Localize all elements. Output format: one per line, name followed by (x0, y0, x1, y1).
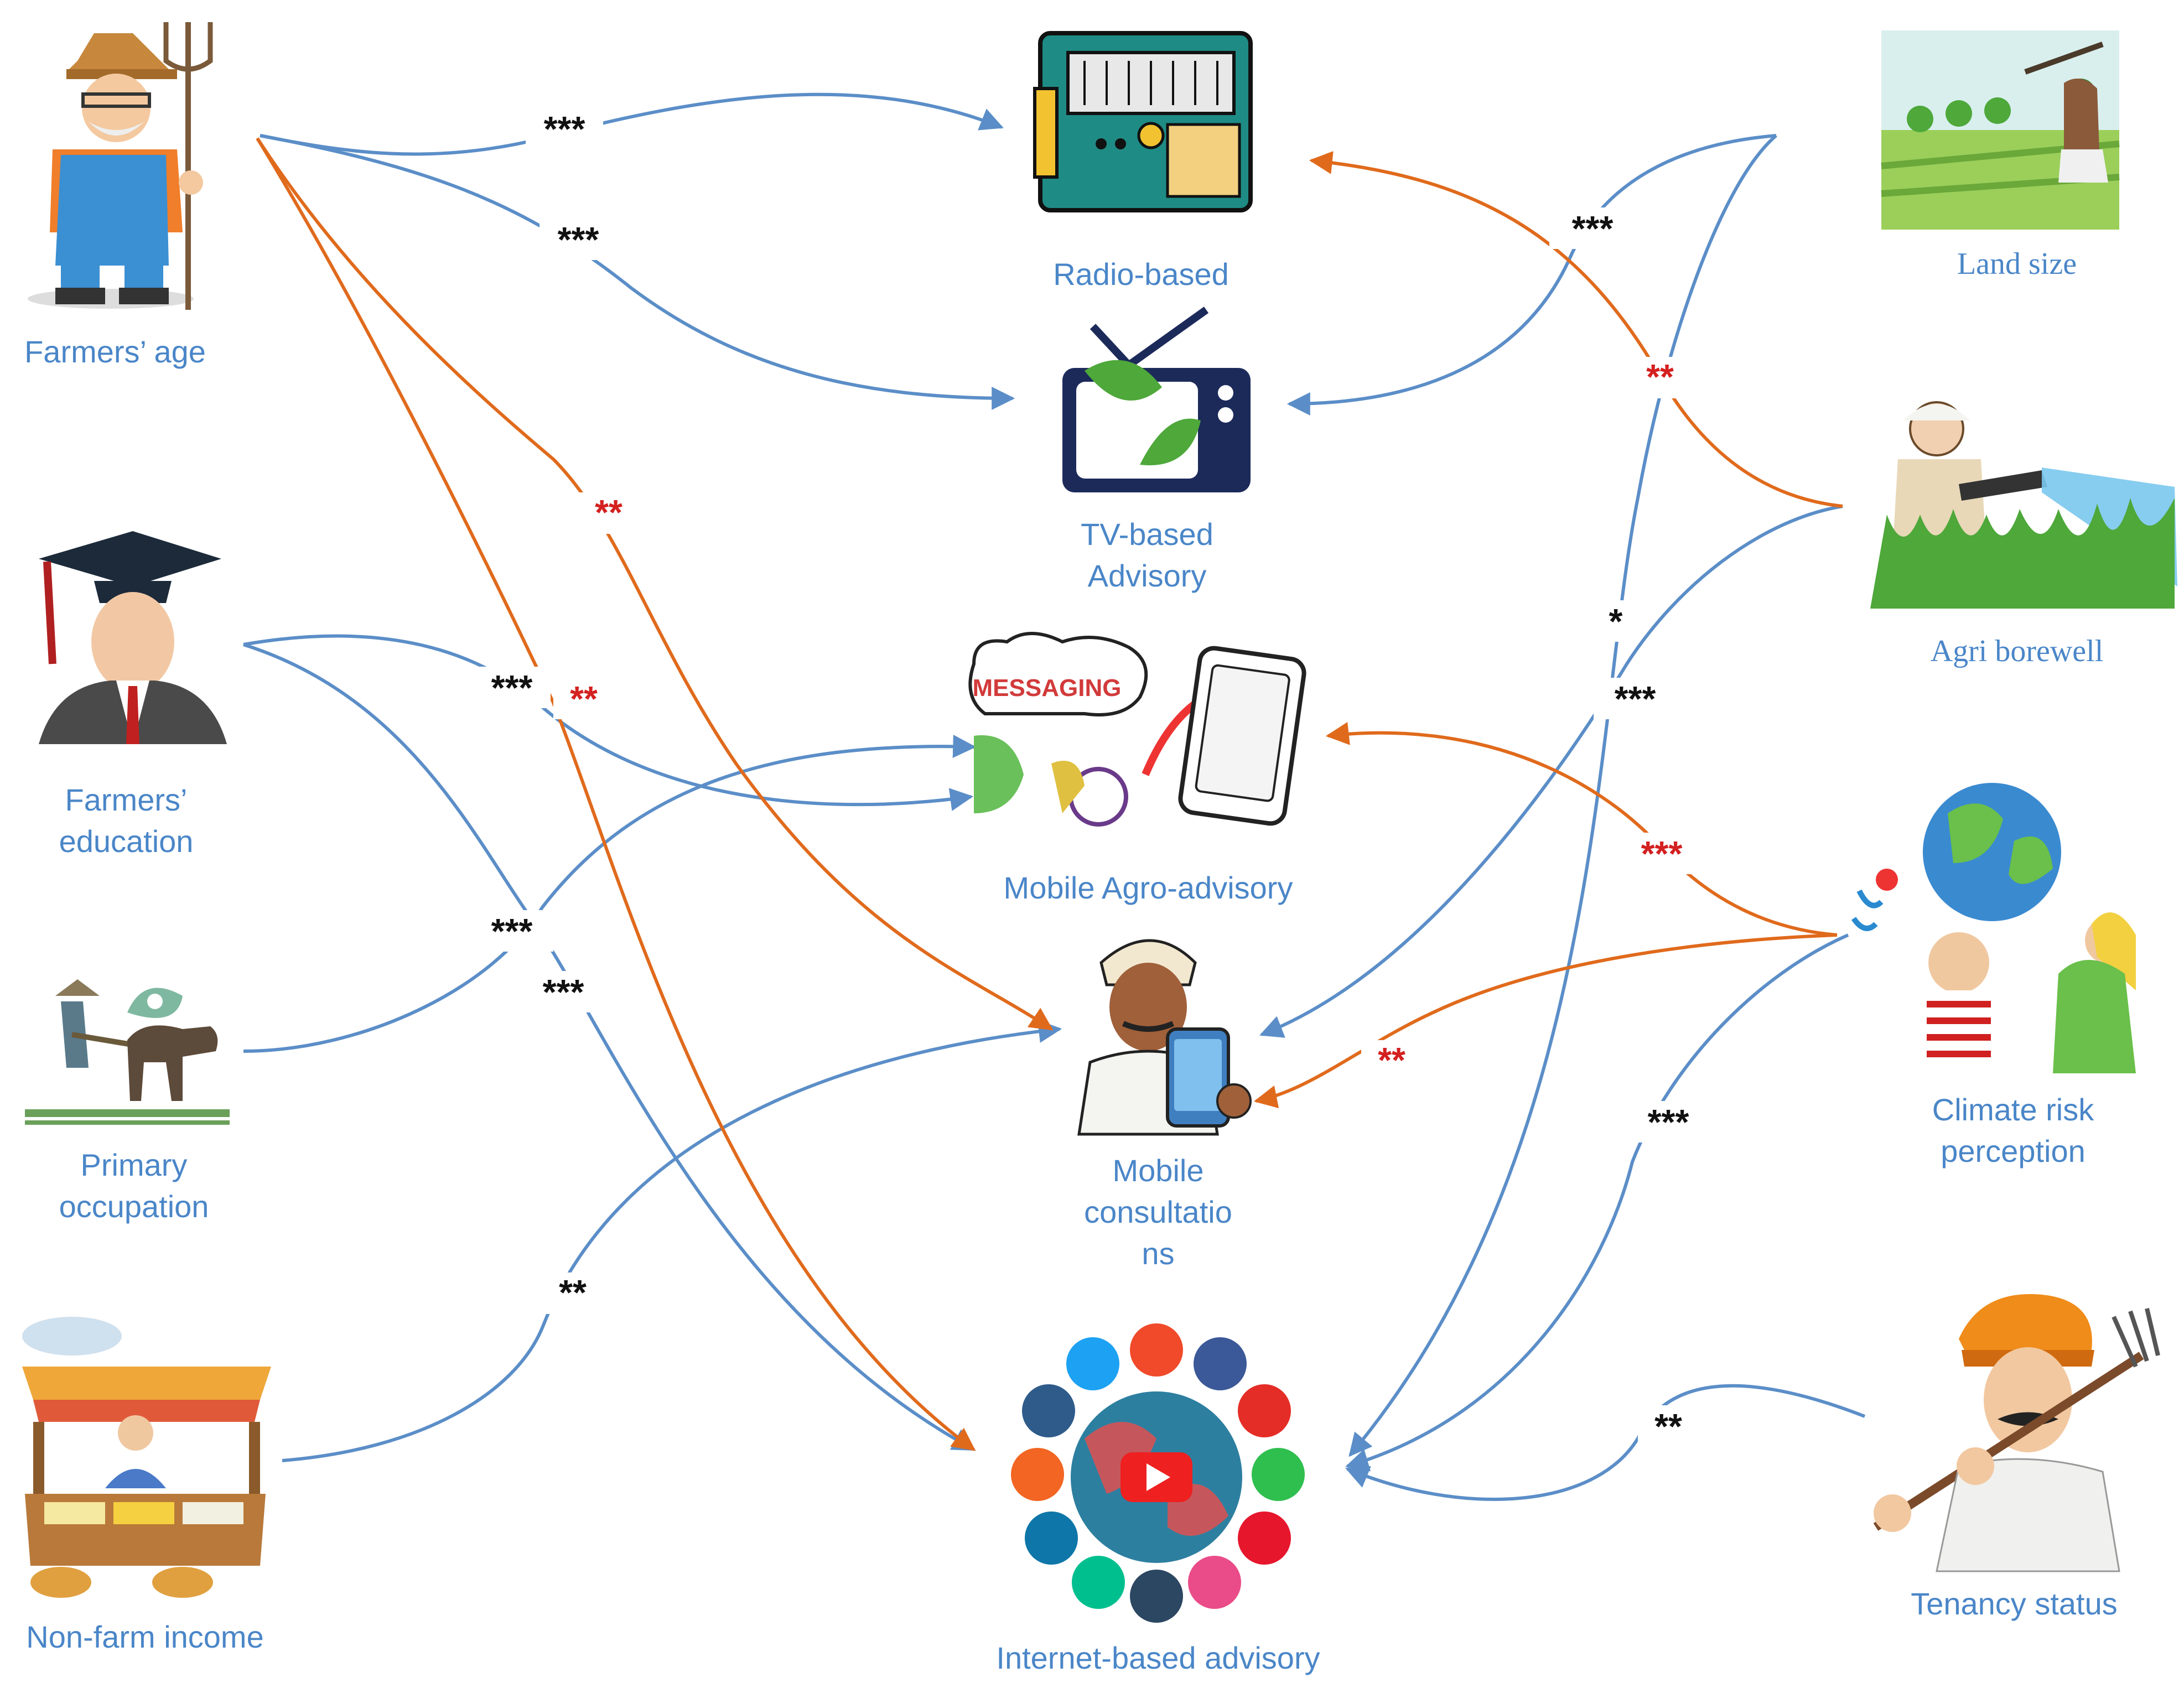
label-radio-based: Radio-based (1053, 257, 1229, 292)
edge-climate-internet (1345, 933, 1849, 1472)
youtube-bubble (1238, 1384, 1291, 1437)
stars-climate-internet: *** (1648, 1102, 1689, 1142)
market-stall-icon (22, 1317, 271, 1598)
node-land-size: Land size (1881, 30, 2120, 281)
edge-age-mobile-consult (256, 137, 1054, 1031)
borewell-pipe-icon (1870, 401, 2177, 609)
edge-age-tv (260, 134, 1015, 410)
rss-bubble (1011, 1448, 1064, 1501)
stars-borewell-consult: *** (1615, 679, 1656, 719)
node-mobile-consultations: Mobile consultatio ns (1077, 939, 1252, 1271)
stars-borewell-radio: ** (1646, 357, 1674, 397)
stars-occ-agro: *** (491, 911, 533, 951)
node-agri-borewell: Agri borewell (1870, 401, 2177, 668)
label-tenancy-status: Tenancy status (1911, 1586, 2118, 1621)
stars-age-internet: ** (570, 679, 598, 719)
significance-labels: *** *** ** *** ** *** *** ** *** ** * **… (468, 108, 1710, 1447)
vine-bubble (1072, 1556, 1125, 1609)
radio-icon (1033, 31, 1253, 212)
label-tv-based-1: TV-based (1081, 517, 1213, 552)
label-non-farm-income: Non-farm income (26, 1619, 263, 1654)
node-tenancy-status: Tenancy status (1873, 1294, 2160, 1621)
stars-climate-agro: *** (1641, 834, 1683, 874)
edge-edu-internet (243, 643, 976, 1451)
label-land-size: Land size (1957, 247, 2077, 281)
messaging-phone-icon: MESSAGING (968, 632, 1306, 827)
twitter-bubble (1066, 1337, 1119, 1390)
node-tv-based: TV-based Advisory (1062, 307, 1251, 593)
facebook-bubble (1194, 1337, 1247, 1390)
edge-climate-consult (1253, 933, 1838, 1109)
node-non-farm-income: Non-farm income (22, 1317, 271, 1654)
node-primary-occupation: Primary occupation (25, 979, 230, 1224)
edge-occ-agro (243, 734, 977, 1053)
tv-leaf-icon (1062, 307, 1251, 492)
earth-heat-icon (1851, 783, 2136, 1073)
label-climate-risk-1: Climate risk (1932, 1092, 2094, 1127)
label-primary-occupation-2: occupation (59, 1189, 209, 1224)
label-mobile-consult-1: Mobile (1113, 1153, 1204, 1188)
social-media-globe-icon (1011, 1323, 1305, 1623)
edge-borewell-radio (1309, 151, 1843, 508)
edge-climate-agro (1325, 721, 1838, 937)
edge-age-radio (260, 92, 1004, 156)
stars-tenancy-internet: ** (1654, 1406, 1682, 1446)
blogger-bubble (1130, 1323, 1183, 1377)
node-internet-based: Internet-based advisory (996, 1323, 1320, 1675)
node-farmers-age: Farmers’ age (24, 22, 213, 369)
whatsapp-bubble (1252, 1448, 1305, 1501)
node-climate-risk: Climate risk perception (1851, 783, 2136, 1168)
stars-edu-agro: *** (491, 668, 533, 708)
node-farmers-education: Farmers’ education (39, 531, 227, 859)
stars-age-tv: *** (558, 220, 599, 259)
edge-land-internet (1348, 134, 1777, 1457)
label-farmers-education-2: education (59, 824, 194, 859)
instagram-bubble (1022, 1384, 1075, 1437)
dribbble-bubble (1188, 1556, 1241, 1609)
weibo-bubble (1238, 1512, 1291, 1565)
stars-nonfarm-consult: ** (559, 1273, 587, 1312)
connectors (243, 92, 1866, 1501)
label-mobile-agro: Mobile Agro-advisory (1004, 870, 1293, 905)
field-farmer-icon (1881, 30, 2120, 230)
label-mobile-consult-3: ns (1142, 1236, 1174, 1271)
label-farmers-education-1: Farmers’ (65, 782, 188, 817)
label-internet-based: Internet-based advisory (996, 1640, 1320, 1675)
edge-edu-agro (243, 634, 974, 811)
edge-tenancy-internet (1345, 1384, 1866, 1501)
label-climate-risk-2: perception (1941, 1134, 2086, 1168)
label-mobile-consult-2: consultatio (1084, 1194, 1232, 1229)
label-farmers-age: Farmers’ age (24, 334, 206, 369)
man-with-phone-icon (1077, 939, 1252, 1136)
node-mobile-agro: MESSAGING Mobile Agro-advisory (968, 632, 1306, 905)
label-primary-occupation-1: Primary (81, 1147, 188, 1182)
stars-land-internet: * (1609, 601, 1623, 641)
ox-plough-icon (25, 979, 230, 1125)
turbaned-farmer-icon (1873, 1294, 2160, 1572)
messaging-sign: MESSAGING (973, 674, 1122, 702)
node-radio-based: Radio-based (1033, 31, 1253, 292)
edge-land-tv (1286, 134, 1777, 415)
stars-age-radio: *** (544, 109, 585, 149)
stars-climate-consult: ** (1378, 1040, 1405, 1080)
linkedin-bubble (1025, 1512, 1078, 1565)
label-agri-borewell: Agri borewell (1931, 634, 2104, 668)
edge-nonfarm-consult (282, 1020, 1062, 1462)
farmer-with-pitchfork-icon (28, 22, 213, 310)
label-tv-based-2: Advisory (1088, 558, 1207, 593)
edge-age-internet (256, 137, 976, 1451)
stars-age-mobile-consult: ** (595, 492, 622, 532)
tumblr-bubble (1130, 1570, 1183, 1623)
stars-edu-internet: *** (543, 972, 584, 1012)
stars-land-tv: *** (1572, 209, 1614, 248)
graduate-cap-icon (39, 531, 227, 744)
